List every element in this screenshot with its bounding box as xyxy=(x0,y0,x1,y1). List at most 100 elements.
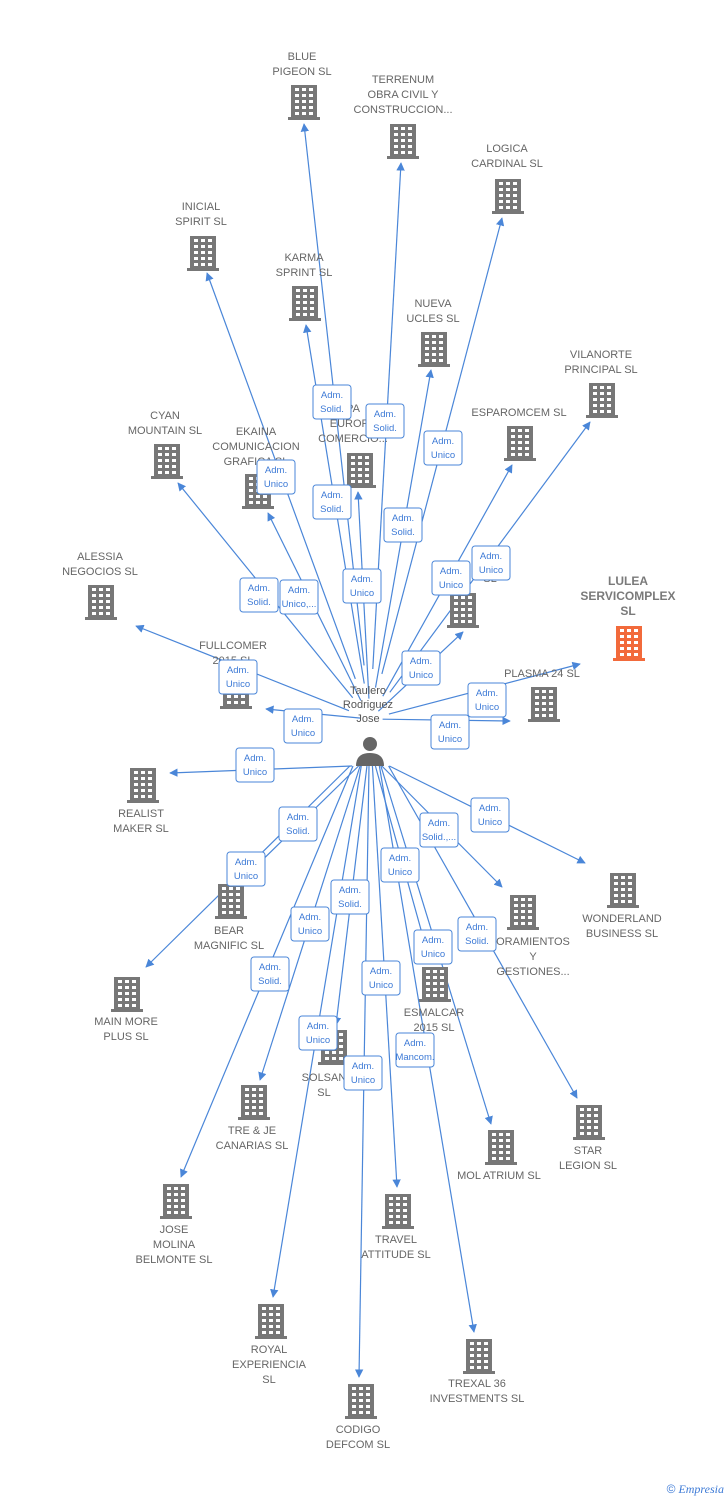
building-icon[interactable] xyxy=(607,873,639,908)
building-window xyxy=(352,1393,356,1396)
building-icon[interactable] xyxy=(111,977,143,1012)
role-badge-box xyxy=(239,577,279,613)
company-node-mol-atrium[interactable]: MOL ATRIUM SL xyxy=(457,1130,541,1182)
company-node-pa-europe[interactable]: PAEUROPECOMERCIO... xyxy=(318,403,388,488)
role-badge-logica-cardinal[interactable]: Adm.Solid. xyxy=(383,507,423,543)
building-icon[interactable] xyxy=(151,444,183,479)
role-badge-solsan[interactable]: Adm.Solid. xyxy=(330,879,370,915)
role-badge-bear-magnific[interactable]: Adm.Solid. xyxy=(278,806,318,842)
building-icon[interactable] xyxy=(215,884,247,919)
role-badge-oramientos[interactable]: Adm.Solid.,... xyxy=(419,812,459,848)
role-badge-jose-molina[interactable]: Adm.Solid. xyxy=(250,956,290,992)
role-badge-karma-sprint[interactable]: Adm.Solid. xyxy=(312,384,352,420)
building-window xyxy=(403,1197,407,1200)
role-badge-esmalcar[interactable]: Adm.Unico xyxy=(380,847,420,883)
role-badge-realist-maker[interactable]: Adm.Unico xyxy=(235,747,275,783)
building-icon[interactable] xyxy=(528,687,560,722)
building-icon[interactable] xyxy=(289,286,321,321)
building-icon[interactable] xyxy=(288,85,320,120)
role-badge-ekaina[interactable]: Adm.Unico xyxy=(256,459,296,495)
building-window xyxy=(499,182,503,185)
building-window xyxy=(276,1313,280,1316)
building-icon[interactable] xyxy=(485,1130,517,1165)
role-badge-royal-experiencia[interactable]: Adm.Unico xyxy=(298,1015,338,1051)
building-icon[interactable] xyxy=(127,768,159,803)
building-icon[interactable] xyxy=(345,1384,377,1419)
building-window xyxy=(461,602,465,605)
role-badge-pa-europe[interactable]: Adm.Solid. xyxy=(312,484,352,520)
building-window xyxy=(134,771,138,774)
role-badge-vilanorte[interactable]: Adm.Unico xyxy=(471,545,511,581)
building-icon[interactable] xyxy=(418,332,450,367)
building-icon[interactable] xyxy=(586,383,618,418)
building-icon[interactable] xyxy=(507,895,539,930)
company-node-oramientos[interactable]: ORAMIENTOSYGESTIONES... xyxy=(496,895,570,978)
role-badge-tre-je[interactable]: Adm.Unico xyxy=(290,906,330,942)
role-badge-alessia[interactable]: Adm.Unico xyxy=(218,659,258,695)
building-icon[interactable] xyxy=(492,179,524,214)
building-icon[interactable] xyxy=(447,593,479,628)
building-icon[interactable] xyxy=(463,1339,495,1374)
role-badge-unnamed-mid[interactable]: Adm.Unico xyxy=(401,650,441,686)
role-badge-blue-pigeon[interactable]: Adm.Unico xyxy=(342,568,382,604)
role-badge-inicial-spirit[interactable]: Adm.Unico,... xyxy=(279,579,319,615)
building-icon[interactable] xyxy=(255,1304,287,1339)
building-icon[interactable] xyxy=(613,626,645,661)
building-window xyxy=(174,1205,178,1208)
role-badge-star-legion[interactable]: Adm.Solid. xyxy=(457,916,497,952)
role-badge-trexal36[interactable]: Adm.Mancom. xyxy=(395,1032,435,1068)
building-icon[interactable] xyxy=(344,453,376,488)
role-badge-fullcomer[interactable]: Adm.Unico xyxy=(283,708,323,744)
building-window xyxy=(594,1108,598,1111)
building-icon[interactable] xyxy=(187,236,219,271)
role-badge-esparomcem[interactable]: Adm.Unico xyxy=(431,560,471,596)
company-node-esparomcem[interactable]: ESPAROMCEM SL xyxy=(471,407,567,461)
role-badge-terrenum[interactable]: Adm.Solid. xyxy=(365,403,405,439)
building-icon[interactable] xyxy=(238,1085,270,1120)
building-icon[interactable] xyxy=(382,1194,414,1229)
building-window xyxy=(403,1221,407,1224)
role-badge-cyan-mountain[interactable]: Adm.Solid. xyxy=(239,577,279,613)
role-badge-plasma24[interactable]: Adm.Unico xyxy=(430,714,470,750)
role-badge-codigo-defcom[interactable]: Adm.Unico xyxy=(343,1055,383,1091)
role-badge-mol-atrium[interactable]: Adm.Unico xyxy=(413,929,453,965)
building-window xyxy=(249,483,253,486)
building-icon[interactable] xyxy=(504,426,536,461)
building-icon[interactable] xyxy=(85,585,117,620)
building-icon[interactable] xyxy=(387,124,419,159)
role-badge-lulea[interactable]: Adm.Unico xyxy=(467,682,507,718)
building-window xyxy=(426,970,430,973)
building-icon[interactable] xyxy=(419,967,451,1002)
building-icon[interactable] xyxy=(573,1105,605,1140)
company-node-plasma24[interactable]: PLASMA 24 SL xyxy=(504,668,580,722)
role-badge-main-more-plus[interactable]: Adm.Unico xyxy=(226,851,266,887)
role-badge-travel-attitude[interactable]: Adm.Unico xyxy=(361,960,401,996)
building-window xyxy=(439,335,443,338)
building-icon[interactable] xyxy=(160,1184,192,1219)
role-badge-wonderland[interactable]: Adm.Unico xyxy=(470,797,510,833)
role-badge-nueva-ucles[interactable]: Adm.Unico xyxy=(423,430,463,466)
